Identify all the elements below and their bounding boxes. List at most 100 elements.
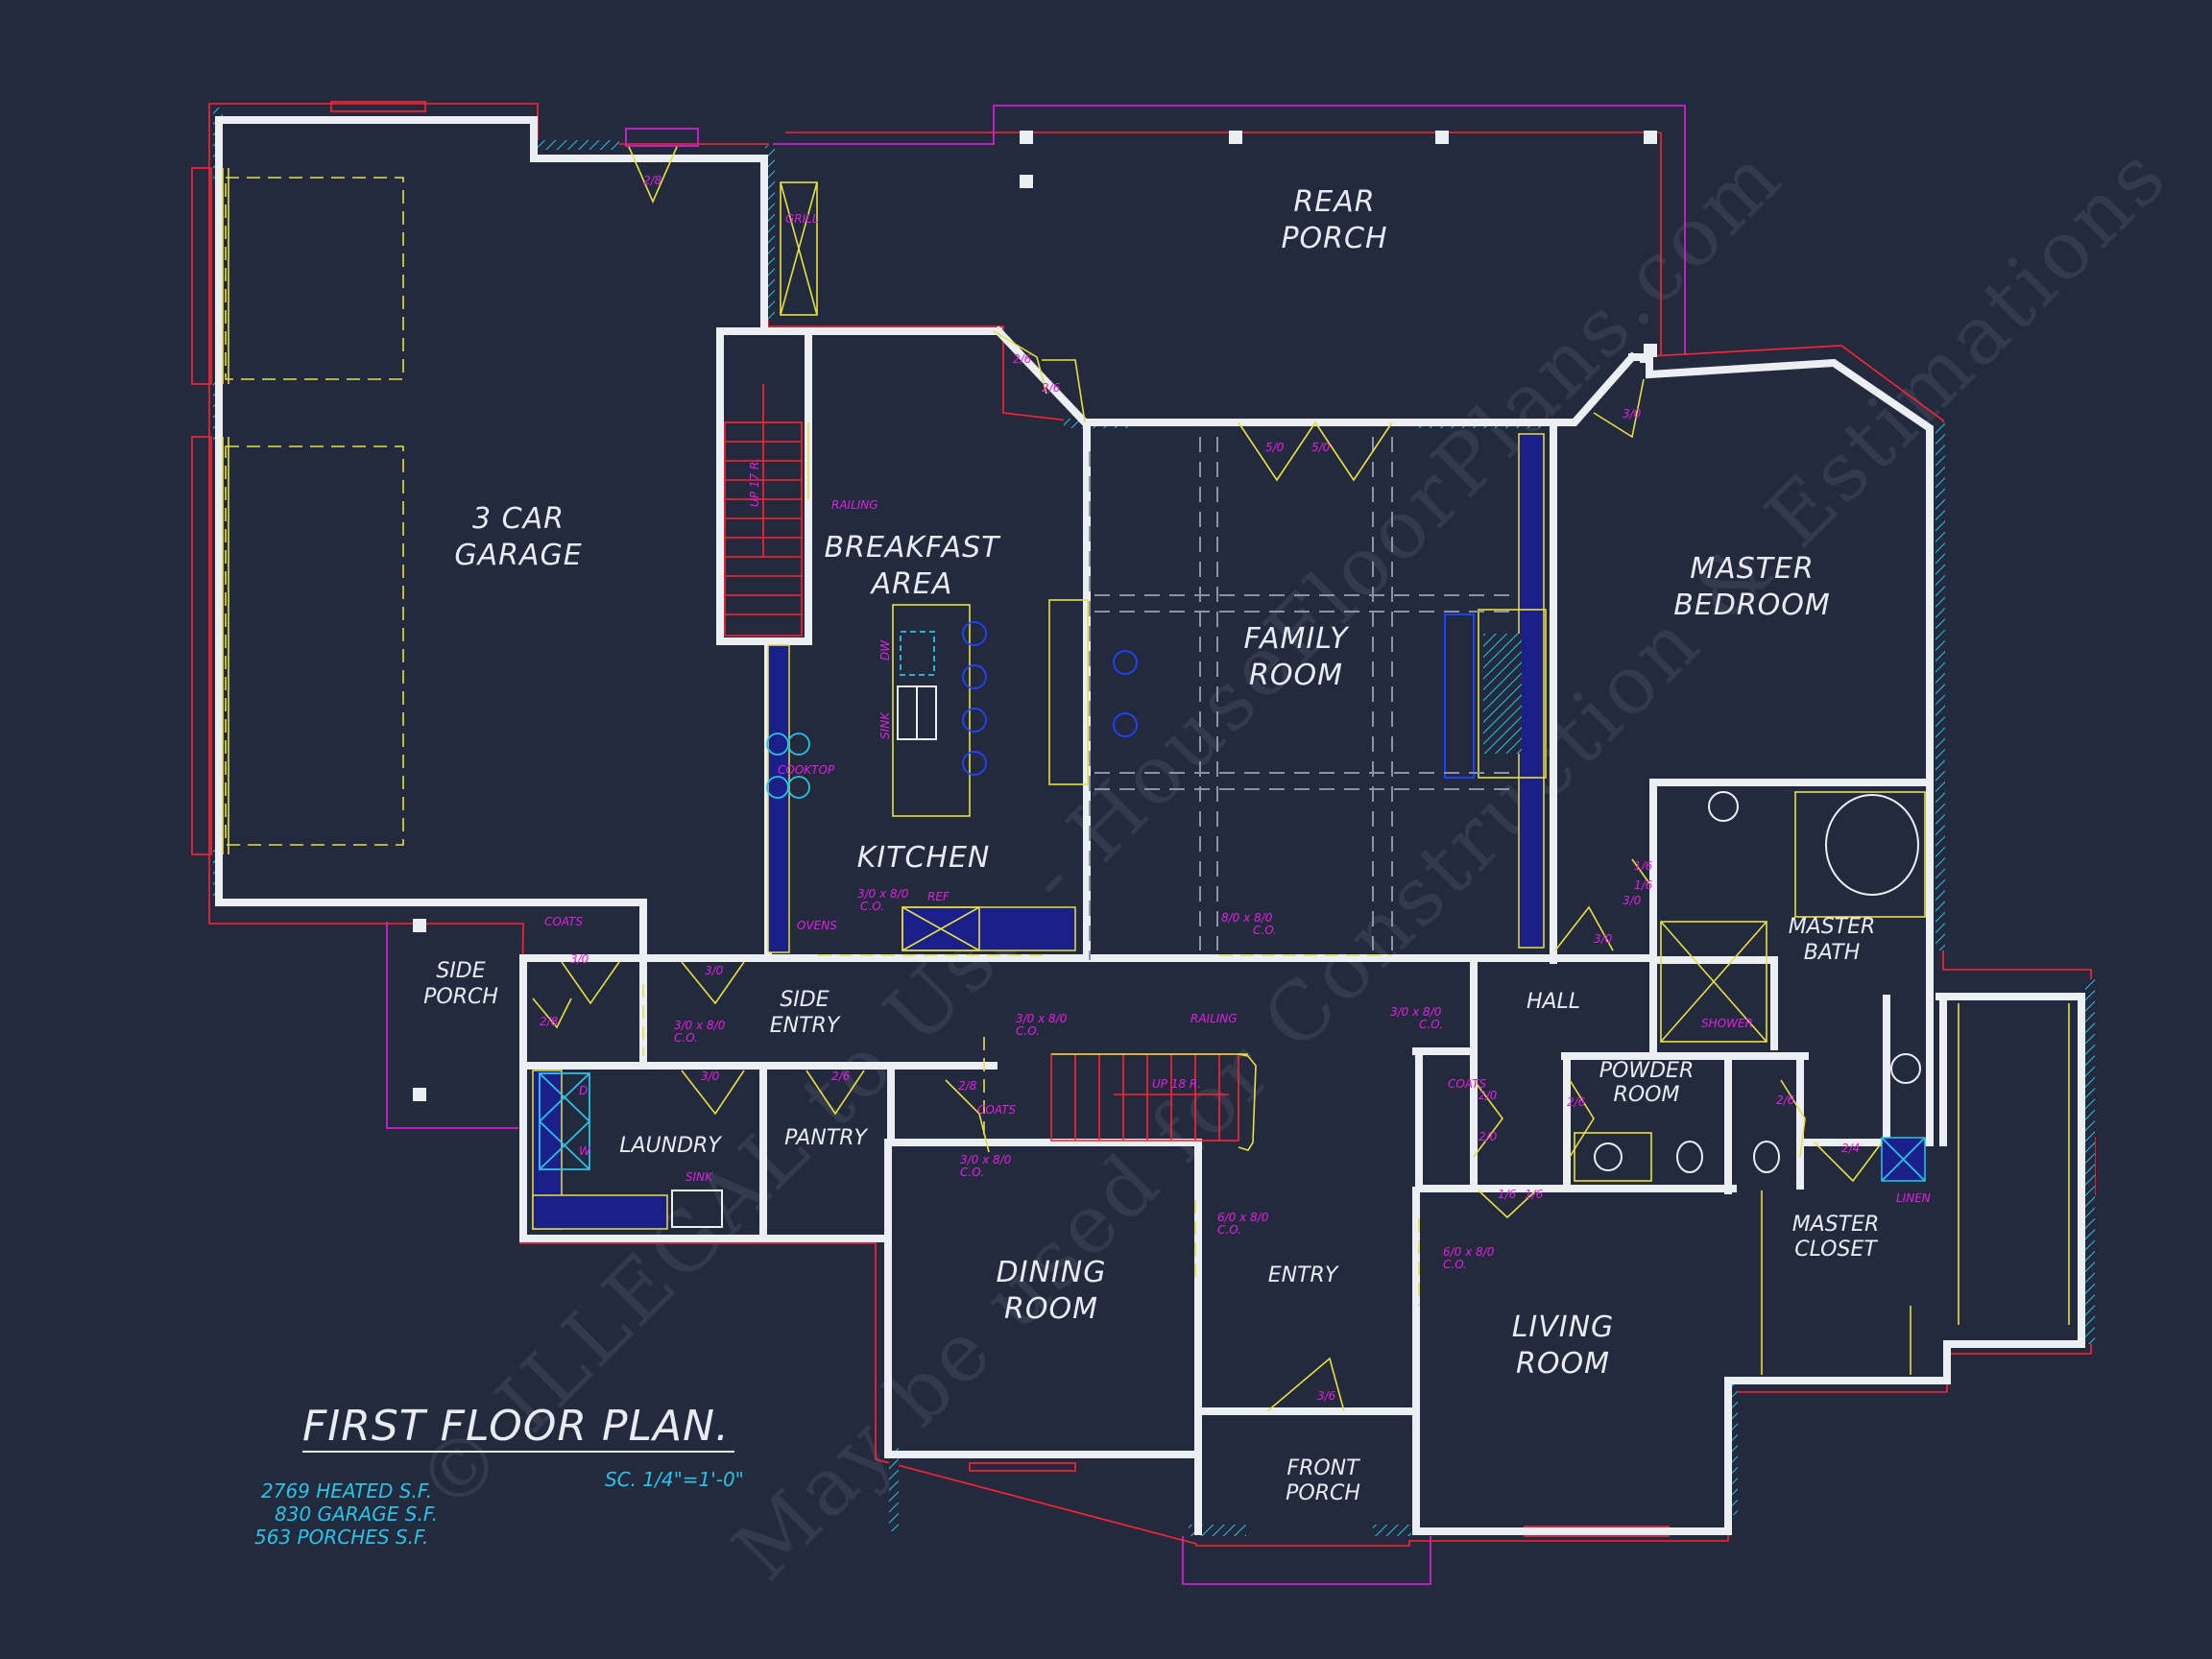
dim-hall-door: 3/0 [1594, 932, 1613, 946]
room-front-porch-1: FRONT [1286, 1456, 1360, 1480]
label-cooktop: COOKTOP [778, 763, 835, 777]
label-ref: REF [927, 890, 950, 903]
plan-title: FIRST FLOOR PLAN. [302, 1402, 730, 1451]
label-dryer: D [579, 1084, 588, 1097]
label-railing-2: RAILING [1190, 1012, 1238, 1025]
room-entry: ENTRY [1268, 1263, 1339, 1287]
dim-side-porch-2-8: 2/8 [540, 1015, 559, 1028]
area-heated: 2769 HEATED S.F. [261, 1479, 432, 1503]
stairs [724, 384, 1257, 1151]
dim-wc-door: 2/6 [1776, 1094, 1795, 1107]
dim-kitchen-cased: 3/0 x 8/0 [857, 887, 909, 901]
walls [215, 116, 2085, 1535]
label-coats-2: COATS [977, 1103, 1016, 1117]
dim-entry-right-cased: 6/0 x 8/0 [1443, 1245, 1495, 1259]
room-side-porch-1: SIDE [436, 959, 485, 983]
dim-pantry-door: 2/6 [831, 1070, 851, 1083]
room-side-entry-1: SIDE [780, 988, 829, 1012]
room-family-1: FAMILY [1244, 622, 1351, 656]
dim-hall-cased: 3/0 x 8/0 [1390, 1005, 1442, 1019]
room-master-bath-1: MASTER [1789, 915, 1876, 939]
room-labels: 3 CAR GARAGE REAR PORCH BREAKFAST AREA F… [423, 185, 1879, 1505]
dim-side-entry-co: C.O. [674, 1031, 698, 1045]
room-side-porch-2: PORCH [423, 985, 498, 1009]
room-dining-1: DINING [997, 1256, 1107, 1289]
dim-dining-cased: 3/0 x 8/0 [960, 1153, 1012, 1166]
dim-entry-left-co: C.O. [1217, 1223, 1241, 1237]
doors [532, 146, 1883, 1412]
dim-2-6-b: 2/6 [1042, 381, 1061, 395]
dim-5-0-a: 5/0 [1265, 441, 1285, 454]
dim-powder-door: 2/6 [1567, 1095, 1586, 1109]
porch-posts [413, 131, 1657, 1101]
dim-3-0-rp: 3/0 [1623, 407, 1642, 421]
area-porches: 563 PORCHES S.F. [254, 1526, 428, 1549]
room-master-bedroom-2: BEDROOM [1673, 589, 1831, 622]
label-up-stair-2: UP 18 R. [1152, 1077, 1201, 1091]
dim-2-6-a: 2/6 [1013, 352, 1032, 366]
dim-side-entry-cased: 3/0 x 8/0 [674, 1019, 726, 1032]
room-living-1: LIVING [1512, 1310, 1615, 1344]
room-garage-2: GARAGE [454, 539, 582, 572]
dim-1-6-d: 1/6 [1525, 1188, 1544, 1201]
dim-1-6-c: 1/6 [1498, 1188, 1517, 1201]
dimension-labels: 2/8 2/6 2/6 5/0 5/0 3/0 3/0 x 8/0 C.O. 8… [540, 174, 1860, 1403]
laundry-fixtures [532, 1070, 723, 1230]
room-rear-porch-2: PORCH [1281, 222, 1387, 255]
room-side-entry-2: ENTRY [770, 1014, 841, 1038]
room-garage-1: 3 CAR [472, 502, 565, 536]
label-ovens: OVENS [797, 919, 837, 932]
room-laundry: LAUNDRY [619, 1134, 722, 1158]
room-hall: HALL [1527, 990, 1580, 1014]
dim-kitchen-co: C.O. [860, 900, 884, 913]
dim-entry-left-cased: 6/0 x 8/0 [1217, 1211, 1269, 1224]
dim-coats-door: 2/8 [958, 1079, 977, 1093]
bath-fixtures [1574, 791, 1926, 1182]
label-shower: SHOWER [1701, 1017, 1753, 1030]
room-powder-2: ROOM [1614, 1083, 1680, 1107]
room-kitchen: KITCHEN [857, 841, 991, 875]
dim-front-door: 3/6 [1317, 1389, 1336, 1403]
room-powder-1: POWDER [1599, 1059, 1694, 1083]
family-beams [1089, 437, 1512, 960]
dim-mb-door: 3/0 [1623, 894, 1642, 907]
room-dining-2: ROOM [1004, 1292, 1098, 1326]
dim-family-cased: 8/0 x 8/0 [1221, 911, 1273, 925]
room-front-porch-2: PORCH [1286, 1481, 1360, 1505]
label-coats-3: COATS [1448, 1077, 1486, 1091]
label-sink: SINK [878, 711, 892, 739]
dim-side-porch-door: 3/0 [570, 952, 589, 966]
dim-hall-co: C.O. [1419, 1018, 1443, 1031]
room-master-closet-2: CLOSET [1794, 1238, 1878, 1262]
garage-fixtures [222, 168, 818, 854]
dim-1-6-b: 1/6 [1634, 878, 1653, 892]
label-linen: LINEN [1896, 1191, 1931, 1205]
dim-2-0-b: 2/0 [1479, 1130, 1498, 1143]
room-living-2: ROOM [1516, 1347, 1610, 1381]
dim-entry-right-co: C.O. [1443, 1258, 1467, 1271]
room-pantry: PANTRY [784, 1126, 868, 1150]
dim-dining-co: C.O. [960, 1166, 984, 1179]
label-grill: GRILL [785, 212, 819, 226]
title-block: FIRST FLOOR PLAN. SC. 1/4"=1'-0" 2769 HE… [254, 1402, 744, 1549]
dim-2-0-a: 2/0 [1479, 1089, 1498, 1102]
closet-shelves [1761, 1003, 2070, 1375]
room-family-2: ROOM [1249, 659, 1343, 692]
label-coats-1: COATS [544, 915, 583, 928]
room-rear-porch-1: REAR [1293, 185, 1375, 219]
area-garage: 830 GARAGE S.F. [275, 1503, 438, 1526]
dim-closet-door: 2/4 [1841, 1142, 1860, 1155]
plan-scale: SC. 1/4"=1'-0" [605, 1468, 744, 1491]
dim-5-0-b: 5/0 [1311, 441, 1331, 454]
label-railing-1: RAILING [831, 498, 878, 512]
porch-outlines [386, 105, 1686, 1585]
dim-2-8-top: 2/8 [643, 174, 662, 187]
kitchen-cabinets [766, 433, 1547, 953]
room-breakfast-2: AREA [870, 567, 953, 601]
label-dw: DW [878, 639, 892, 661]
room-master-bedroom-1: MASTER [1690, 552, 1815, 586]
fixture-labels: GRILL RAILING RAILING UP 17 R. UP 18 R. … [544, 212, 1931, 1205]
dim-laundry-door: 3/0 [701, 1070, 720, 1083]
label-washer: W [579, 1144, 591, 1158]
